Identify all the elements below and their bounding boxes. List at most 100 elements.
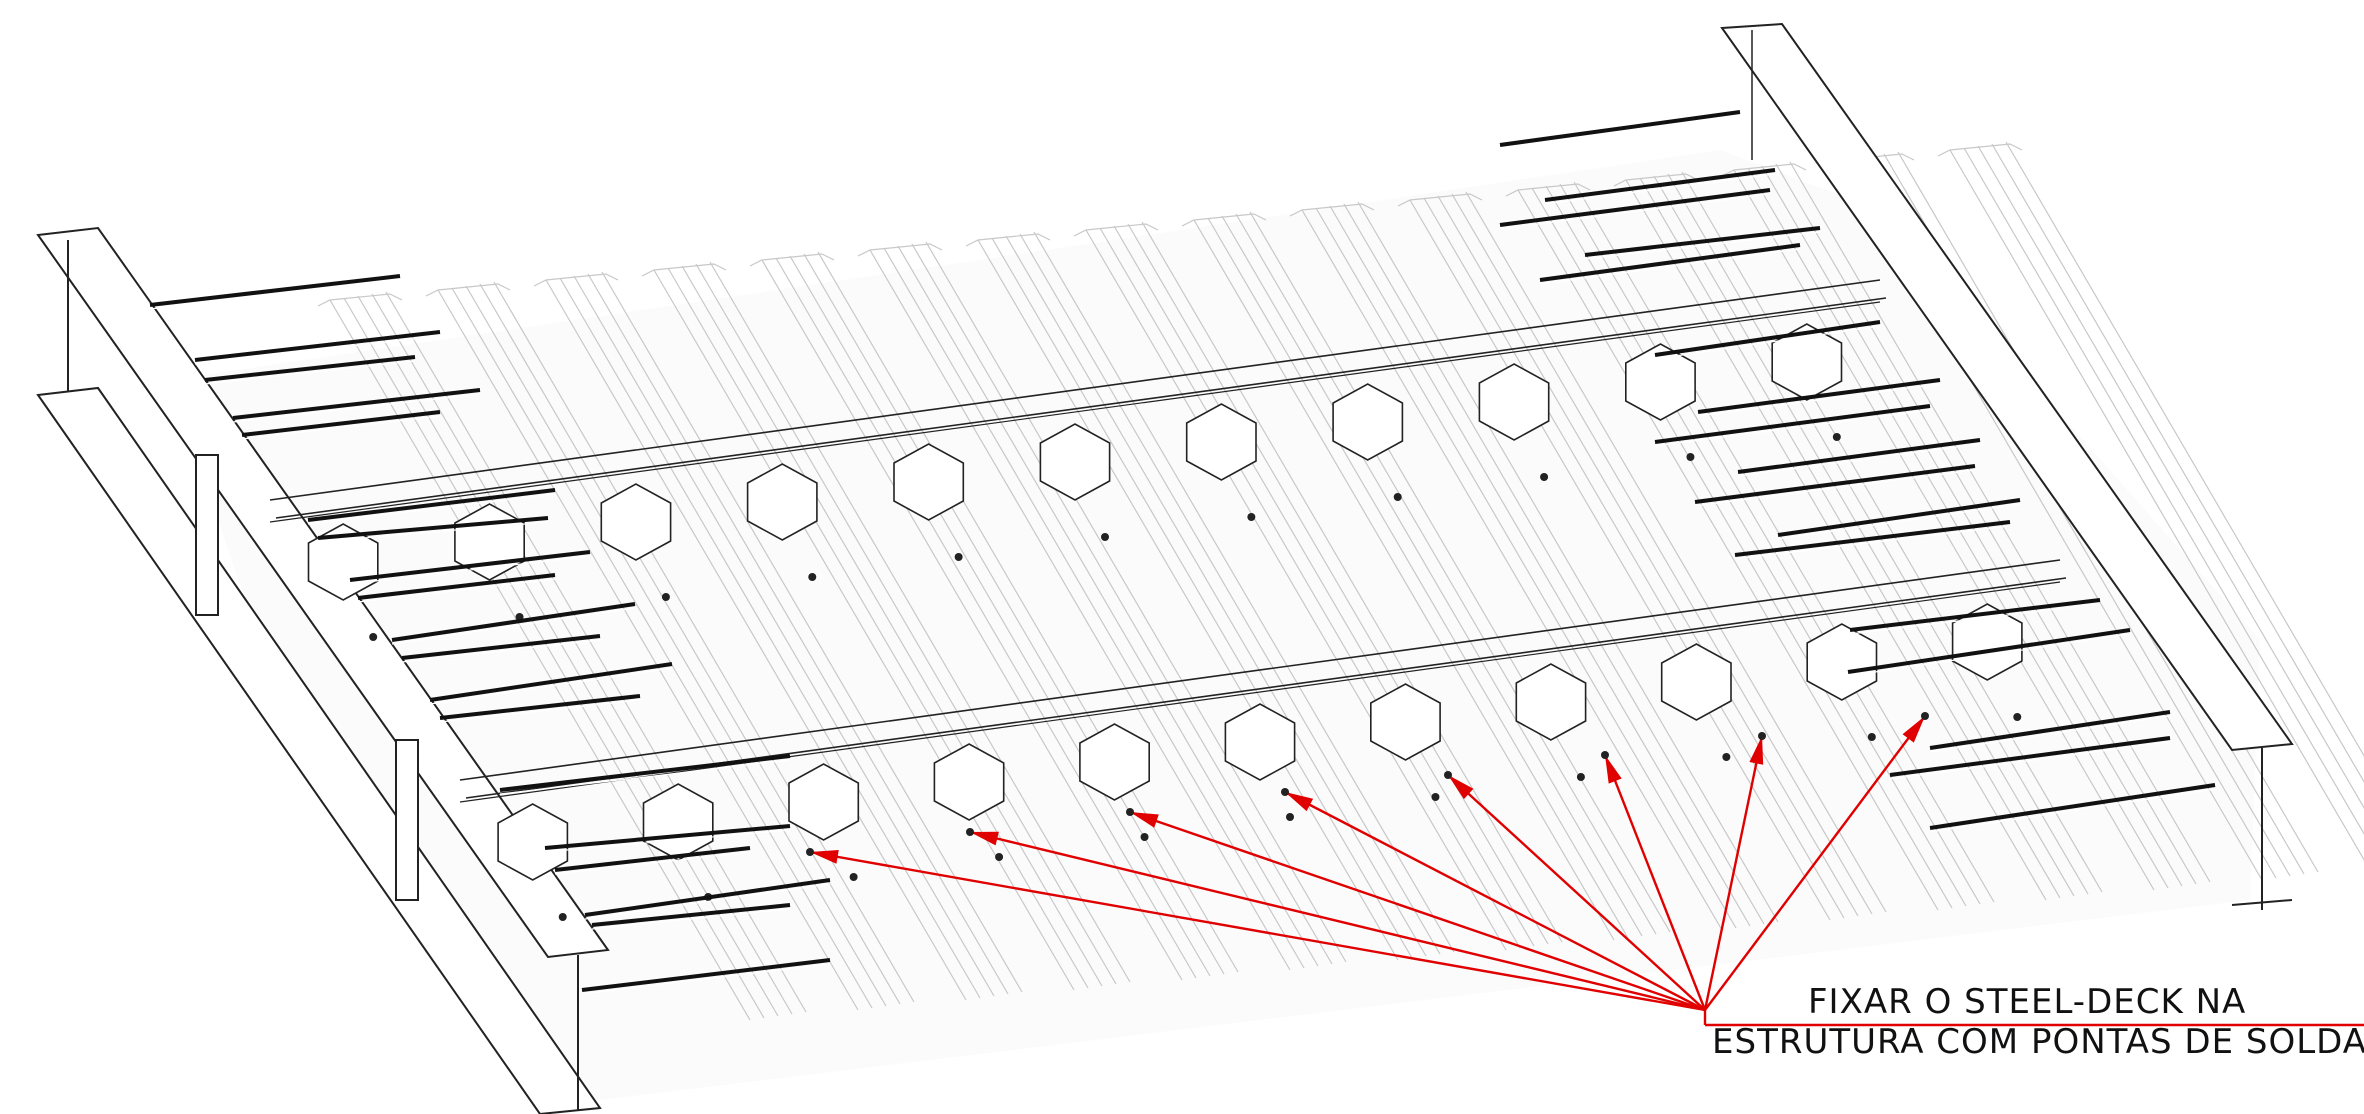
deck-rib-line (761, 259, 1183, 981)
rebar-highlight (204, 360, 416, 385)
annotation-line-2: ESTRUTURA COM PONTAS DE SOLDA (1712, 1022, 2364, 1062)
weld-target-point (806, 848, 814, 856)
deck-rib-crest (1937, 143, 2023, 157)
deck-rib-crest (641, 263, 727, 277)
beam-web-opening (1806, 623, 1878, 701)
left-girder-stiffener (195, 454, 219, 616)
beam-web-opening (1224, 703, 1296, 781)
rebar-highlight (194, 335, 441, 365)
weld-point (808, 573, 817, 581)
rebar-highlight (307, 493, 556, 525)
weld-target-point (1758, 732, 1766, 740)
deck-rib-line (1451, 193, 1873, 915)
deck-rib-line (1033, 231, 1455, 953)
beam-web-opening (1079, 723, 1150, 801)
deck-rib-line (1559, 183, 1981, 905)
beam-web-opening (1185, 403, 1257, 481)
deck-rib-line (1315, 207, 1737, 929)
rebar-highlight (149, 279, 401, 310)
rebar-highlight (544, 829, 791, 853)
deck-rib-line (1249, 211, 1671, 933)
beam-top-edge-2 (275, 297, 1887, 519)
weld-point (1393, 493, 1402, 501)
leader-line (1703, 735, 1764, 1011)
deck-rib-crest (1505, 183, 1591, 197)
beam-web-opening (746, 463, 818, 541)
deck-rib-line (1085, 229, 1507, 951)
beam-web-opening (1771, 323, 1843, 401)
deck-rib-line (1531, 187, 1953, 909)
deck-rib-line (1005, 235, 1427, 957)
beam-top-edge-1 (269, 279, 1881, 501)
rebar-highlight (1734, 525, 2011, 560)
deck-rib-line (1437, 195, 1859, 917)
beam-web-opening (933, 743, 1005, 821)
rebar-highlight (1929, 715, 2171, 753)
rebar-bar (232, 388, 481, 420)
leader-line (1704, 715, 1926, 1011)
deck-rib-line (1573, 181, 1995, 903)
leader-arrowhead (810, 850, 839, 864)
rebar-bar (554, 846, 751, 872)
deck-rib-crest (965, 233, 1051, 247)
weld-point (1832, 433, 1841, 441)
beam-web-opening (788, 763, 860, 841)
rebar-highlight (499, 759, 791, 795)
deck-rib-line (1329, 205, 1751, 927)
right-girder-bottom-flange (2231, 899, 2293, 906)
deck-rib-line (897, 245, 1319, 967)
rebar-bar (357, 573, 556, 600)
deck-rib-line (1681, 171, 2103, 893)
weld-point (1101, 533, 1109, 541)
deck-rib-crest (317, 293, 403, 307)
leader-line (1447, 774, 1706, 1011)
rebar-highlight (391, 607, 636, 645)
leader-arrowhead (1285, 792, 1314, 812)
rebar-bar (581, 958, 831, 992)
deck-rib-line (869, 249, 1291, 971)
rebar-bar (1929, 783, 2216, 830)
deck-rib-line (1193, 219, 1615, 941)
rebar-bar (1849, 598, 2101, 632)
annotation-line-1: FIXAR O STEEL-DECK NA (1808, 982, 2247, 1022)
rebar-highlight (232, 393, 481, 423)
deck-rib-line (1409, 199, 1831, 921)
rebar-bar (1734, 520, 2011, 557)
weld-point (1867, 733, 1876, 741)
deck-rib-line (1235, 213, 1657, 935)
deck-rib-crest (1721, 163, 1807, 177)
deck-rib-line (667, 267, 1089, 989)
right-girder-top-flange (1720, 22, 2294, 752)
left-girder-stiffener (395, 739, 419, 901)
deck-rib-crest (1181, 213, 1267, 227)
steel-deck-panels (170, 141, 2364, 1110)
rebar-highlight (591, 908, 791, 930)
deck-rib-line (1991, 143, 2364, 783)
deck-rib-crest (1289, 203, 1375, 217)
deck-rib-line (1221, 215, 1643, 937)
leader-line (1284, 790, 1706, 1012)
secondary-beam-lower (459, 559, 2067, 921)
deck-rib-line (2005, 141, 2364, 757)
weld-point (1576, 773, 1585, 781)
rebar-highlight (439, 699, 641, 723)
weld-point (661, 593, 670, 601)
deck-rib-line (1357, 201, 1779, 923)
rebar-highlight (1539, 248, 1801, 285)
rebar-highlight (554, 851, 751, 875)
deck-rib-line (601, 271, 1023, 993)
weld-target-point (1126, 808, 1134, 816)
weld-target-point (1444, 771, 1452, 779)
weld-point (954, 553, 963, 561)
deck-rib-line (681, 265, 1103, 987)
beam-web-opening (307, 523, 379, 601)
rebar-highlight (1694, 469, 1976, 507)
leader-arrowhead (1902, 716, 1925, 743)
rebar-bar (149, 274, 401, 307)
rebar-highlight (584, 883, 831, 920)
rebar-highlight (317, 521, 549, 543)
rebar-highlight (357, 578, 556, 603)
rebar-bar (1654, 404, 1931, 444)
beam-web-opening (497, 803, 569, 881)
deck-rib-line (653, 269, 1075, 991)
